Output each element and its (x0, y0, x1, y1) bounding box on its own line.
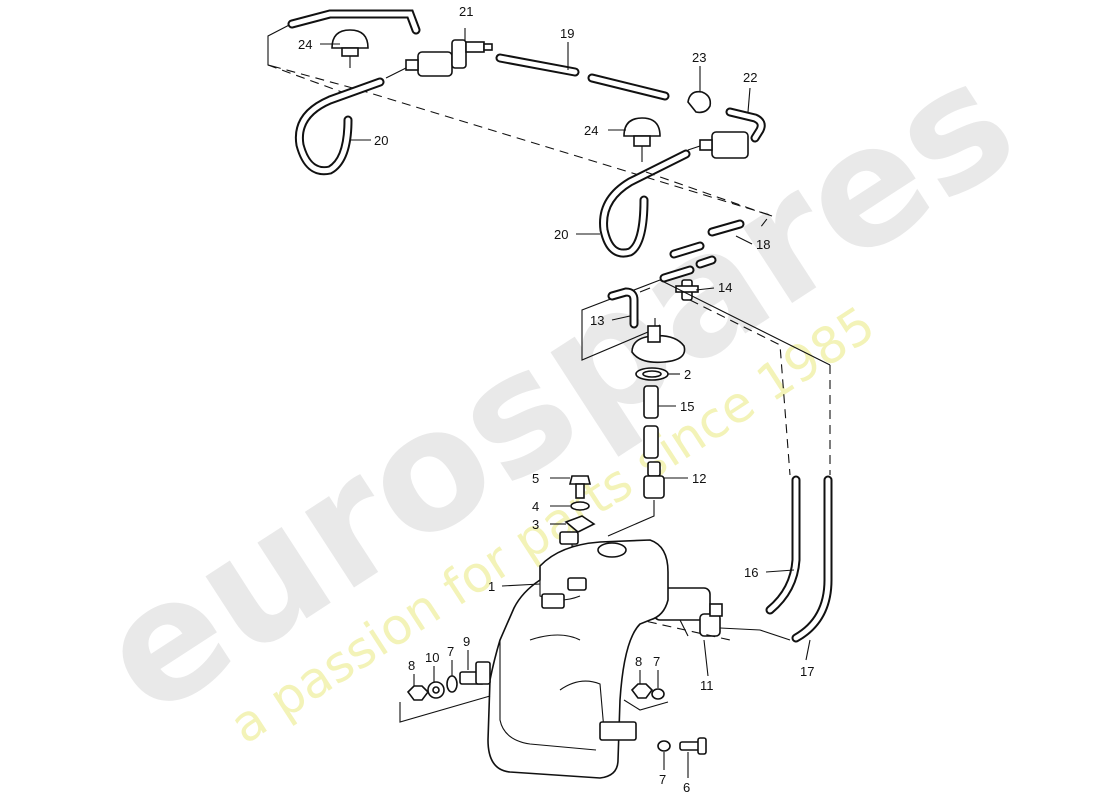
callout-8: 8 (635, 654, 642, 669)
callout-1: 1 (488, 579, 495, 594)
callout-19: 19 (560, 26, 574, 41)
dashed-reference-upper (271, 65, 771, 229)
check-valve-21 (405, 28, 493, 77)
callout-10: 10 (425, 650, 439, 665)
callout-7: 7 (659, 772, 666, 787)
callout-6: 6 (683, 780, 690, 795)
pump-cap (631, 318, 686, 364)
callout-4: 4 (532, 499, 539, 514)
callout-20: 20 (554, 227, 568, 242)
check-valve-right (687, 131, 749, 159)
hose-18 (659, 219, 745, 283)
callout-21: 21 (459, 4, 473, 19)
callout-13: 13 (590, 313, 604, 328)
filter-12 (643, 461, 665, 499)
hose-17 (791, 475, 833, 643)
hose-15 (643, 385, 659, 459)
callout-8: 8 (408, 658, 415, 673)
ref-bracket-upper (267, 21, 296, 67)
elbow-13 (607, 287, 639, 329)
screw-5 (568, 475, 592, 499)
callout-15: 15 (680, 399, 694, 414)
leader-lines (320, 42, 811, 778)
callout-7: 7 (447, 644, 454, 659)
callout-12: 12 (692, 471, 706, 486)
callout-24: 24 (298, 37, 312, 52)
callout-22: 22 (743, 70, 757, 85)
washer-7-bottom (657, 740, 671, 752)
callout-2: 2 (684, 367, 691, 382)
callout-5: 5 (532, 471, 539, 486)
callout-9: 9 (463, 634, 470, 649)
washer-reservoir-1 (487, 531, 669, 779)
hose-16 (765, 475, 801, 615)
bolt-6 (679, 737, 707, 755)
mount-hardware-right (623, 683, 669, 711)
clip-nut-3 (564, 515, 596, 533)
mount-hardware-left (399, 661, 491, 723)
callout-3: 3 (532, 517, 539, 532)
callout-14: 14 (718, 280, 732, 295)
washer-nozzle-upper (331, 29, 369, 68)
washer-4 (570, 501, 590, 511)
washer-nozzle-lower (623, 117, 661, 162)
callout-16: 16 (744, 565, 758, 580)
callout-18: 18 (756, 237, 770, 252)
hose-19 (495, 53, 670, 101)
seal-2 (635, 367, 669, 381)
callout-11: 11 (700, 678, 714, 693)
callout-17: 17 (800, 664, 814, 679)
callout-7: 7 (653, 654, 660, 669)
clip-23 (687, 84, 712, 114)
callout-20: 20 (374, 133, 388, 148)
elbow-22 (725, 107, 766, 143)
callout-24: 24 (584, 123, 598, 138)
callout-23: 23 (692, 50, 706, 65)
callout-labels: 24 21 19 23 22 20 24 20 18 14 13 2 15 12… (298, 4, 814, 795)
